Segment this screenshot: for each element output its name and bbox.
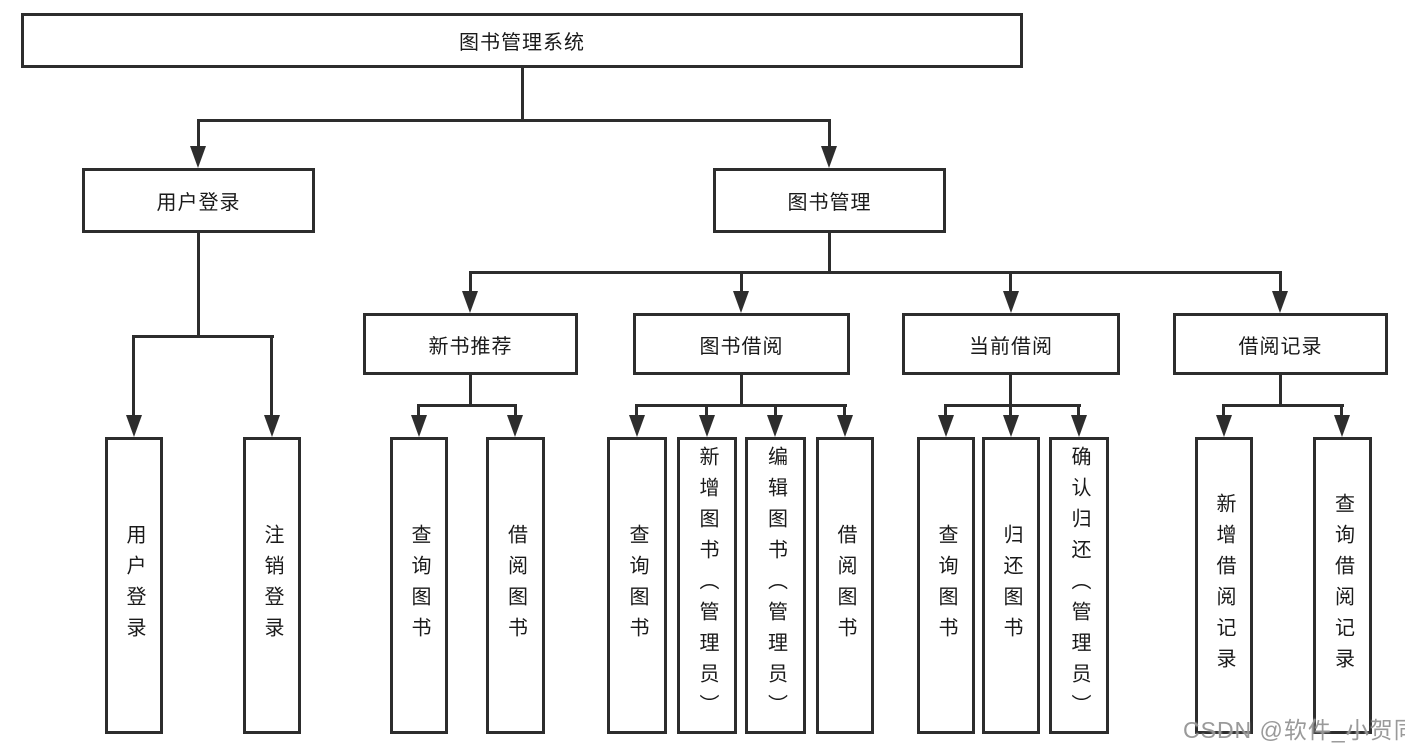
- node-book-management-label: 图书管理: [787, 192, 872, 214]
- connector-line: [774, 404, 777, 420]
- connector-line: [945, 404, 1081, 407]
- leaf-borrow-books-2-label: 借阅图书: [834, 523, 856, 648]
- node-user-login: 用户登录: [82, 168, 315, 233]
- arrowhead-icon: [411, 415, 427, 437]
- leaf-borrow-books-1-label: 借阅图书: [504, 523, 527, 648]
- node-borrow-records-label: 借阅记录: [1238, 335, 1323, 358]
- csdn-watermark: CSDN @软件_小贺同学: [1183, 717, 1405, 743]
- leaf-add-books-admin: 新增图书（管理员）: [677, 437, 737, 734]
- arrowhead-icon: [938, 415, 954, 437]
- arrowhead-icon: [126, 415, 142, 437]
- leaf-query-books-3: 查询图书: [917, 437, 975, 734]
- node-book-borrow-label: 图书借阅: [699, 335, 784, 358]
- arrowhead-icon: [733, 291, 749, 313]
- leaf-borrow-books-1: 借阅图书: [486, 437, 545, 734]
- connector-line: [521, 68, 524, 121]
- arrowhead-icon: [629, 415, 645, 437]
- connector-line: [1009, 271, 1012, 295]
- connector-line: [1223, 404, 1344, 407]
- connector-line: [828, 119, 831, 149]
- connector-line: [740, 375, 743, 406]
- connector-line: [418, 404, 517, 407]
- connector-line: [132, 335, 135, 420]
- node-user-login-label: 用户登录: [156, 192, 241, 214]
- connector-line: [197, 119, 831, 122]
- arrowhead-icon: [1003, 415, 1019, 437]
- leaf-add-borrow-record: 新增借阅记录: [1195, 437, 1253, 734]
- arrowhead-icon: [821, 146, 837, 168]
- arrowhead-icon: [462, 291, 478, 313]
- leaf-add-books-admin-label: 新增图书（管理员）: [696, 446, 718, 725]
- connector-line: [1009, 375, 1012, 406]
- leaf-query-books-3-label: 查询图书: [935, 523, 957, 648]
- leaf-query-books-2-label: 查询图书: [626, 523, 648, 648]
- connector-line: [197, 119, 200, 149]
- leaf-query-borrow-record-label: 查询借阅记录: [1331, 492, 1354, 679]
- connector-line: [740, 271, 743, 295]
- node-book-management: 图书管理: [713, 168, 946, 233]
- connector-line: [1222, 404, 1225, 420]
- connector-line: [944, 404, 947, 420]
- connector-line: [843, 404, 846, 420]
- arrowhead-icon: [264, 415, 280, 437]
- leaf-confirm-return-admin-label: 确认归还（管理员）: [1068, 446, 1090, 725]
- connector-line: [635, 404, 638, 420]
- leaf-edit-books-admin: 编辑图书（管理员）: [745, 437, 806, 734]
- connector-line: [636, 404, 847, 407]
- leaf-logout-label: 注销登录: [261, 523, 283, 648]
- connector-line: [469, 271, 1282, 274]
- arrowhead-icon: [1071, 415, 1087, 437]
- arrowhead-icon: [767, 415, 783, 437]
- node-current-borrow: 当前借阅: [902, 313, 1120, 375]
- connector-line: [1279, 375, 1282, 406]
- connector-line: [133, 335, 274, 338]
- node-new-book-recommend-label: 新书推荐: [428, 335, 513, 358]
- leaf-return-books: 归还图书: [982, 437, 1040, 734]
- arrowhead-icon: [699, 415, 715, 437]
- connector-line: [1077, 404, 1080, 420]
- leaf-return-books-label: 归还图书: [1000, 523, 1022, 648]
- leaf-logout: 注销登录: [243, 437, 301, 734]
- leaf-edit-books-admin-label: 编辑图书（管理员）: [764, 446, 787, 725]
- leaf-borrow-books-2: 借阅图书: [816, 437, 874, 734]
- connector-line: [469, 271, 472, 295]
- connector-line: [1009, 404, 1012, 420]
- leaf-user-login-label: 用户登录: [123, 523, 145, 648]
- connector-line: [469, 375, 472, 406]
- arrowhead-icon: [1272, 291, 1288, 313]
- connector-line: [1340, 404, 1343, 420]
- connector-line: [417, 404, 420, 420]
- leaf-confirm-return-admin: 确认归还（管理员）: [1049, 437, 1109, 734]
- node-root: 图书管理系统: [21, 13, 1023, 68]
- arrowhead-icon: [1003, 291, 1019, 313]
- connector-line: [270, 335, 273, 420]
- leaf-query-books-1-label: 查询图书: [408, 523, 430, 648]
- node-new-book-recommend: 新书推荐: [363, 313, 578, 375]
- arrowhead-icon: [1334, 415, 1350, 437]
- connector-line: [1279, 271, 1282, 295]
- arrowhead-icon: [507, 415, 523, 437]
- connector-line: [514, 404, 517, 420]
- leaf-query-books-1: 查询图书: [390, 437, 448, 734]
- arrowhead-icon: [1216, 415, 1232, 437]
- connector-line: [197, 233, 200, 337]
- node-borrow-records: 借阅记录: [1173, 313, 1388, 375]
- node-book-borrow: 图书借阅: [633, 313, 850, 375]
- connector-line: [705, 404, 708, 420]
- connector-line: [828, 233, 831, 274]
- leaf-user-login: 用户登录: [105, 437, 163, 734]
- leaf-add-borrow-record-label: 新增借阅记录: [1213, 492, 1235, 679]
- arrowhead-icon: [190, 146, 206, 168]
- node-root-label: 图书管理系统: [459, 32, 585, 54]
- leaf-query-borrow-record: 查询借阅记录: [1313, 437, 1372, 734]
- leaf-query-books-2: 查询图书: [607, 437, 667, 734]
- node-current-borrow-label: 当前借阅: [969, 335, 1053, 358]
- arrowhead-icon: [837, 415, 853, 437]
